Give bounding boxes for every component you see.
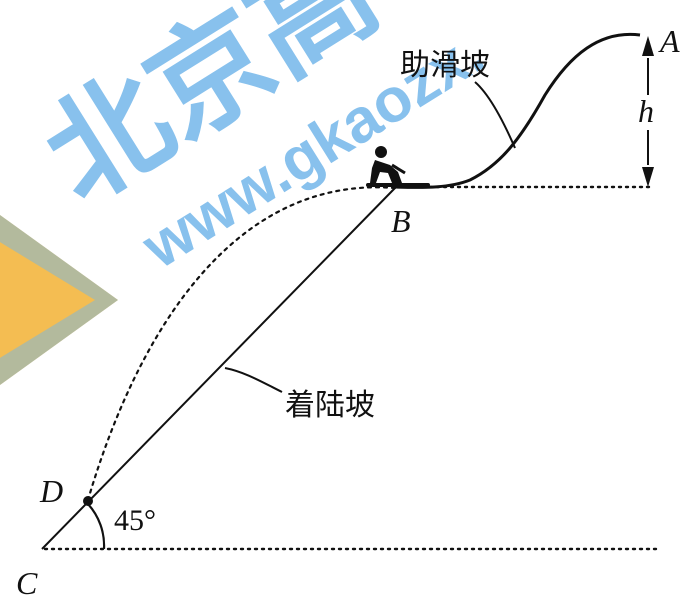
- label-point-a: A: [658, 23, 680, 59]
- approach-slope-curve: [394, 32, 641, 189]
- label-point-b: B: [391, 203, 411, 239]
- skier-icon: [366, 146, 430, 187]
- height-arrow: [642, 36, 654, 187]
- label-landing-slope: 着陆坡: [285, 389, 375, 422]
- label-angle: 45°: [114, 504, 156, 537]
- label-height: h: [638, 93, 654, 129]
- angle-arc: [87, 503, 106, 550]
- approach-slope-leader: [474, 81, 516, 149]
- label-point-c: C: [16, 565, 38, 601]
- landing-slope-line: [41, 187, 396, 550]
- watermark-logo-shape: [0, 215, 118, 385]
- label-approach-slope: 助滑坡: [400, 49, 490, 82]
- point-d-marker: [83, 496, 93, 506]
- watermark-logo-shape-blue: [0, 215, 118, 385]
- label-point-d: D: [39, 473, 63, 509]
- trajectory-path: [86, 186, 397, 502]
- landing-slope-leader: [224, 367, 283, 393]
